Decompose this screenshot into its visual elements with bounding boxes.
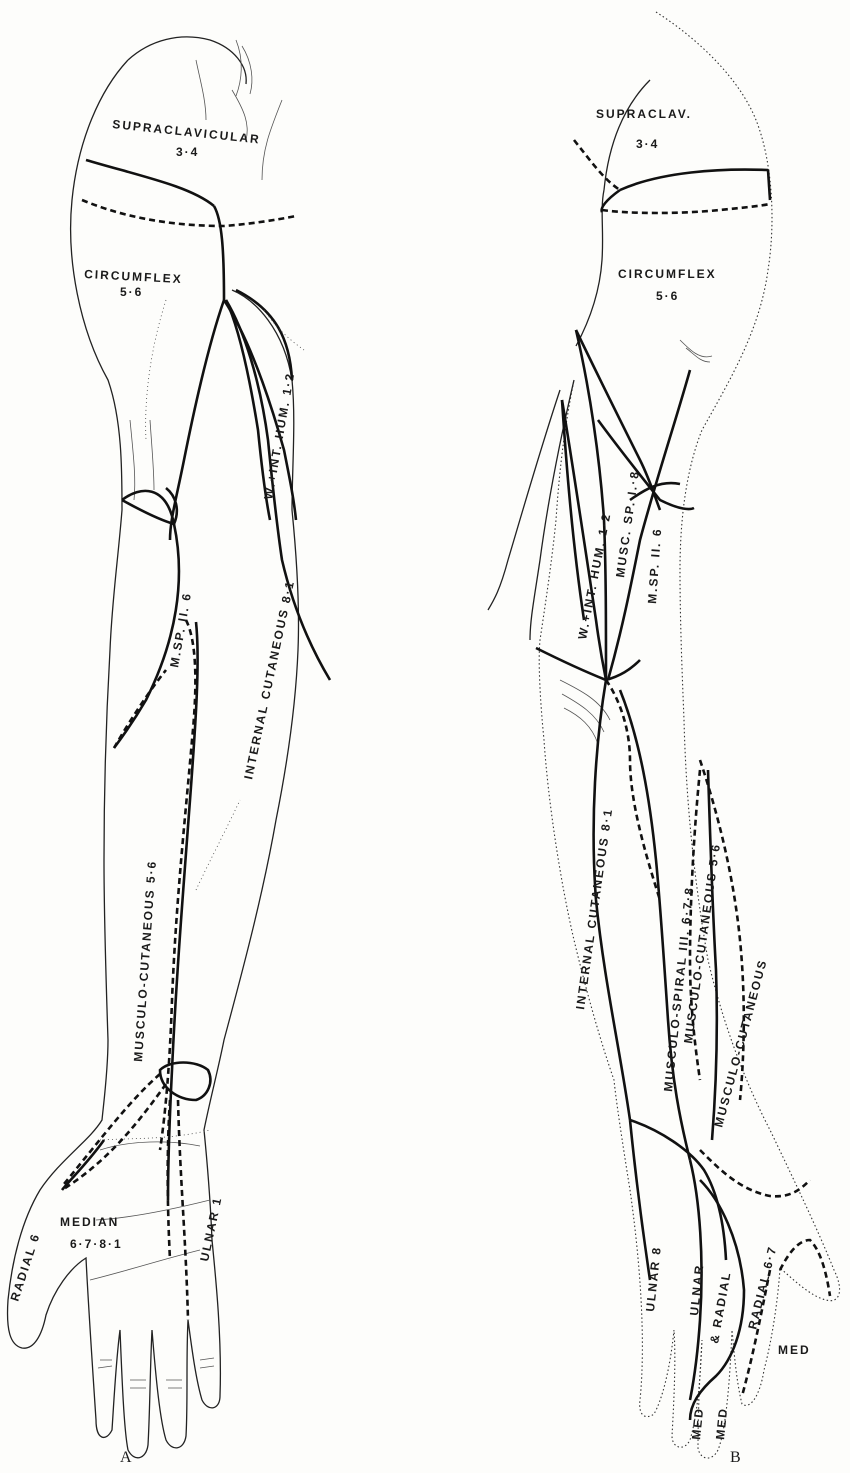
shoulder-a-top — [128, 37, 246, 84]
label-a-supraclavicular-roots: 3·4 — [176, 145, 199, 159]
label-b-med-2: MED — [713, 1406, 730, 1440]
panel-a-letter: A — [120, 1449, 132, 1466]
arm-b-outline — [539, 12, 839, 1458]
label-b-circumflex-roots: 5·6 — [656, 289, 679, 303]
label-b-m-sp: M.SP. II. 6 — [645, 527, 664, 604]
label-a-ulnar: ULNAR 1 — [197, 1195, 224, 1262]
label-b-supraclav-roots: 3·4 — [636, 137, 659, 151]
panel-b-letter: B — [730, 1449, 741, 1466]
label-b-med-1: MED — [689, 1406, 706, 1440]
supraclavicular-boundary-a — [86, 160, 214, 206]
label-b-musc-sp: MUSC. SP. I.·8 — [613, 469, 642, 578]
label-a-musculo-cutaneous: MUSCULO-CUTANEOUS 5·6 — [131, 859, 159, 1062]
label-a-supraclavicular: SUPRACLAVICULAR — [112, 117, 262, 147]
label-b-med-3: MED — [778, 1343, 811, 1357]
label-a-median-roots: 6·7·8·1 — [70, 1237, 123, 1251]
label-a-internal-cutaneous: INTERNAL CUTANEOUS 8·1 — [241, 579, 297, 781]
label-a-median: MEDIAN — [60, 1215, 119, 1229]
label-b-musculo-cutaneous-2: MUSCULO-CUTANEOUS — [711, 957, 770, 1128]
label-b-ulnar-radial-1: ULNAR — [687, 1263, 706, 1316]
label-a-circumflex-roots: 5·6 — [120, 285, 143, 299]
panel-b: SUPRACLAV. 3·4 CIRCUMFLEX 5·6 W.+INT. HU… — [488, 12, 840, 1466]
label-b-circumflex: CIRCUMFLEX — [618, 267, 717, 281]
label-b-supraclav: SUPRACLAV. — [596, 107, 692, 121]
panel-a: SUPRACLAVICULAR 3·4 CIRCUMFLEX 5·6 W.+IN… — [8, 37, 330, 1466]
label-a-circumflex: CIRCUMFLEX — [84, 267, 183, 286]
label-b-ulnar-radial-2: & RADIAL — [707, 1270, 734, 1345]
label-b-w-int-hum: W.+INT. HUM. 1·2 — [575, 511, 613, 640]
